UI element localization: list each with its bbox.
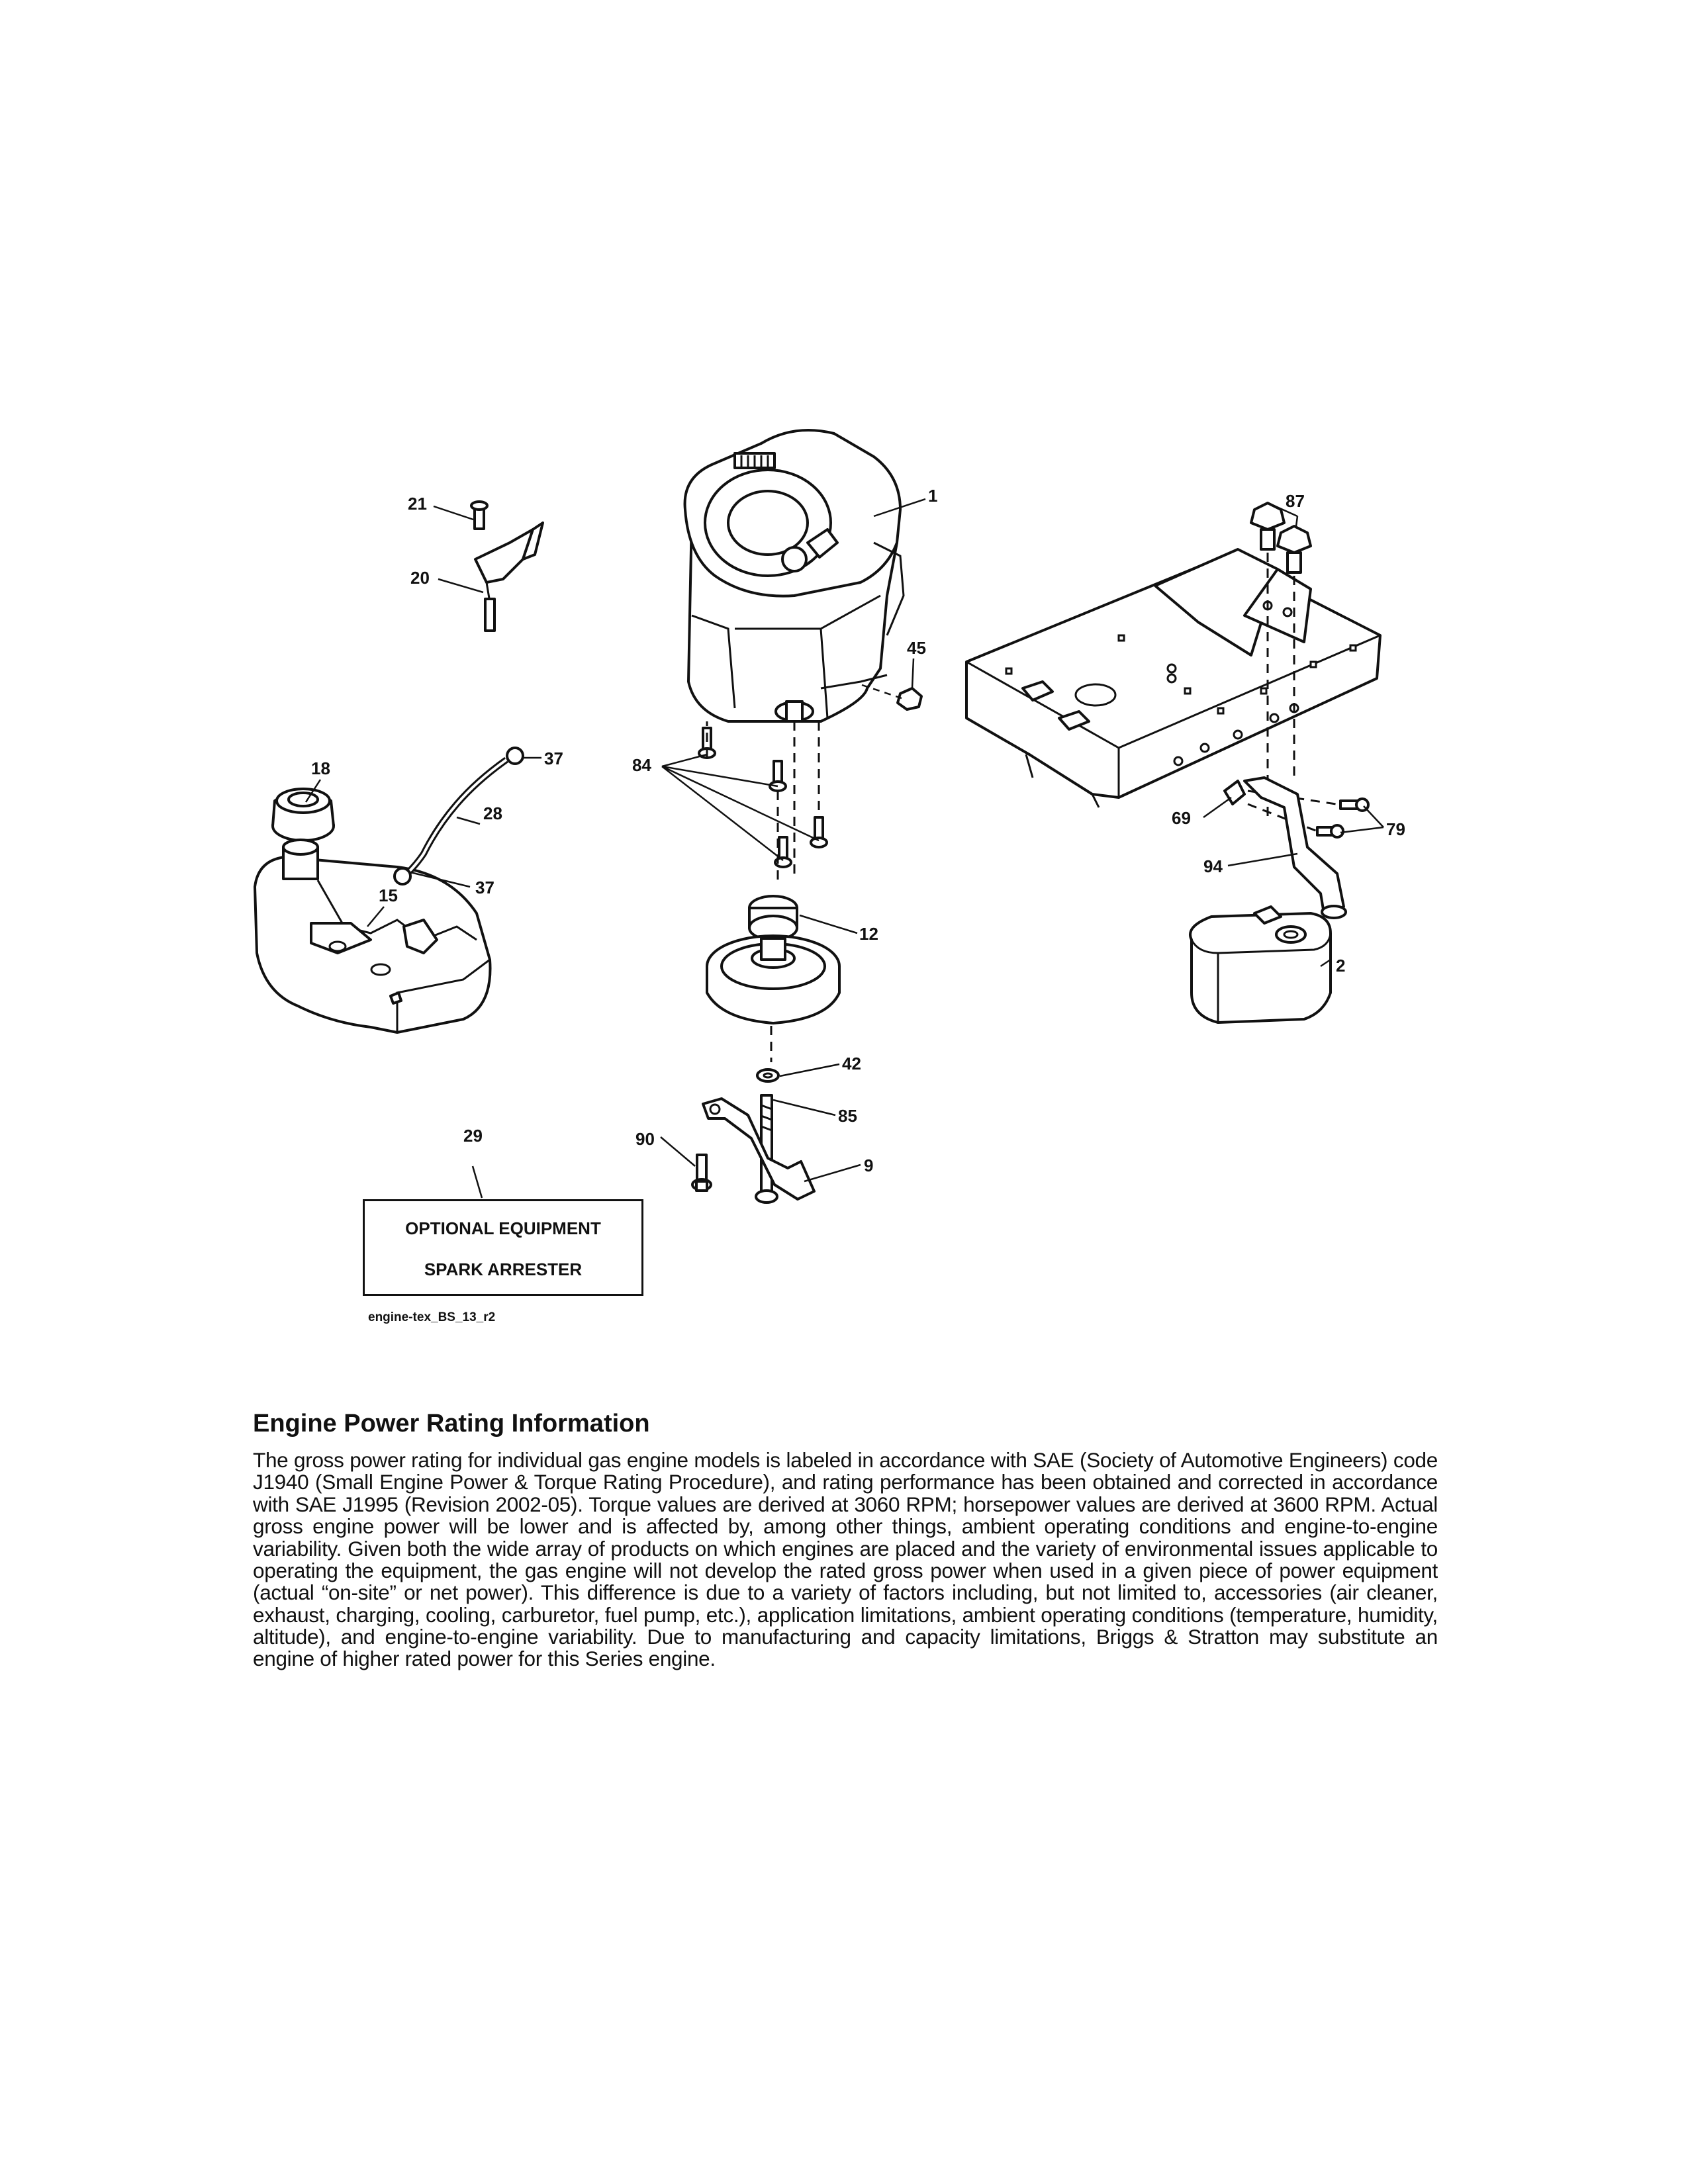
callout-28: 28: [483, 803, 502, 823]
fuel-cap-part: [271, 788, 335, 842]
callout-12: 12: [859, 924, 878, 944]
callout-87: 87: [1286, 491, 1305, 511]
callout-79: 79: [1386, 819, 1405, 839]
callout-2: 2: [1336, 956, 1345, 976]
callout-1: 1: [928, 486, 937, 506]
callout-45: 45: [907, 638, 926, 658]
washer-part: [756, 1068, 780, 1083]
callout-37-bottom: 37: [475, 878, 494, 897]
section-body: The gross power rating for individual ga…: [253, 1448, 1438, 1671]
engine-part: [683, 429, 905, 723]
callout-21: 21: [408, 494, 427, 514]
callout-42: 42: [842, 1054, 861, 1073]
callout-9: 9: [864, 1156, 873, 1175]
callout-20: 20: [410, 568, 430, 588]
callout-18: 18: [311, 758, 330, 778]
throttle-control-part: [470, 500, 544, 632]
figure-code: engine-tex_BS_13_r2: [368, 1310, 496, 1324]
screw-part: [691, 1154, 712, 1192]
fuel-tank-part: [254, 839, 492, 1034]
callout-29: 29: [463, 1126, 483, 1146]
knobs-part: [1250, 502, 1312, 821]
pulley-part: [706, 895, 841, 1062]
exhaust-pipe-part: [1243, 776, 1347, 919]
callout-94: 94: [1203, 856, 1223, 876]
callout-90: 90: [635, 1129, 655, 1149]
leader-lines: [305, 498, 1384, 1199]
callout-37-top: 37: [544, 749, 563, 768]
callout-84: 84: [632, 755, 651, 775]
callout-15: 15: [379, 886, 398, 905]
bracket-part: [702, 1097, 816, 1201]
section-heading: Engine Power Rating Information: [253, 1410, 650, 1437]
optional-equipment-box: OPTIONAL EQUIPMENT SPARK ARRESTER: [363, 1199, 643, 1296]
spark-arrester-label: SPARK ARRESTER: [424, 1259, 583, 1279]
callout-85: 85: [838, 1106, 857, 1126]
exhaust-screws-part: [1247, 790, 1370, 839]
fuel-line-part: [393, 747, 524, 886]
muffler-part: [1189, 905, 1332, 1024]
bolts-part: [698, 721, 828, 880]
callout-69: 69: [1172, 808, 1191, 828]
parts-diagram: 21 20 1 45 84 12 42 85 9 90 18 15 37 28 …: [254, 429, 1405, 1204]
optional-equipment-label: OPTIONAL EQUIPMENT: [405, 1218, 601, 1238]
frame-plate-part: [965, 548, 1382, 808]
